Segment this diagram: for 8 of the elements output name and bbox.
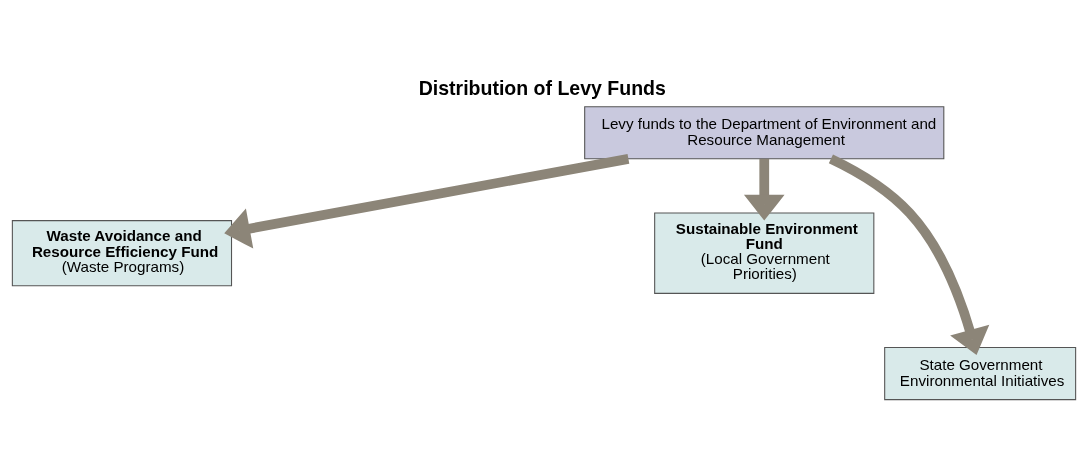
node-box: Sustainable Environment Fund (Local Government Priorities) [654,212,875,294]
node-box: State Government Environmental Initiatives [884,346,1077,400]
diagram-title: Distribution of Levy Funds [418,76,666,99]
node-box: Waste Avoidance and Resource Efficiency Fund (Waste Programs) [11,219,233,286]
node-box: Levy funds to the Department of Environment and Resource Management [584,105,945,159]
arrow [828,154,990,355]
arrow [224,153,630,249]
arrow [743,158,785,220]
